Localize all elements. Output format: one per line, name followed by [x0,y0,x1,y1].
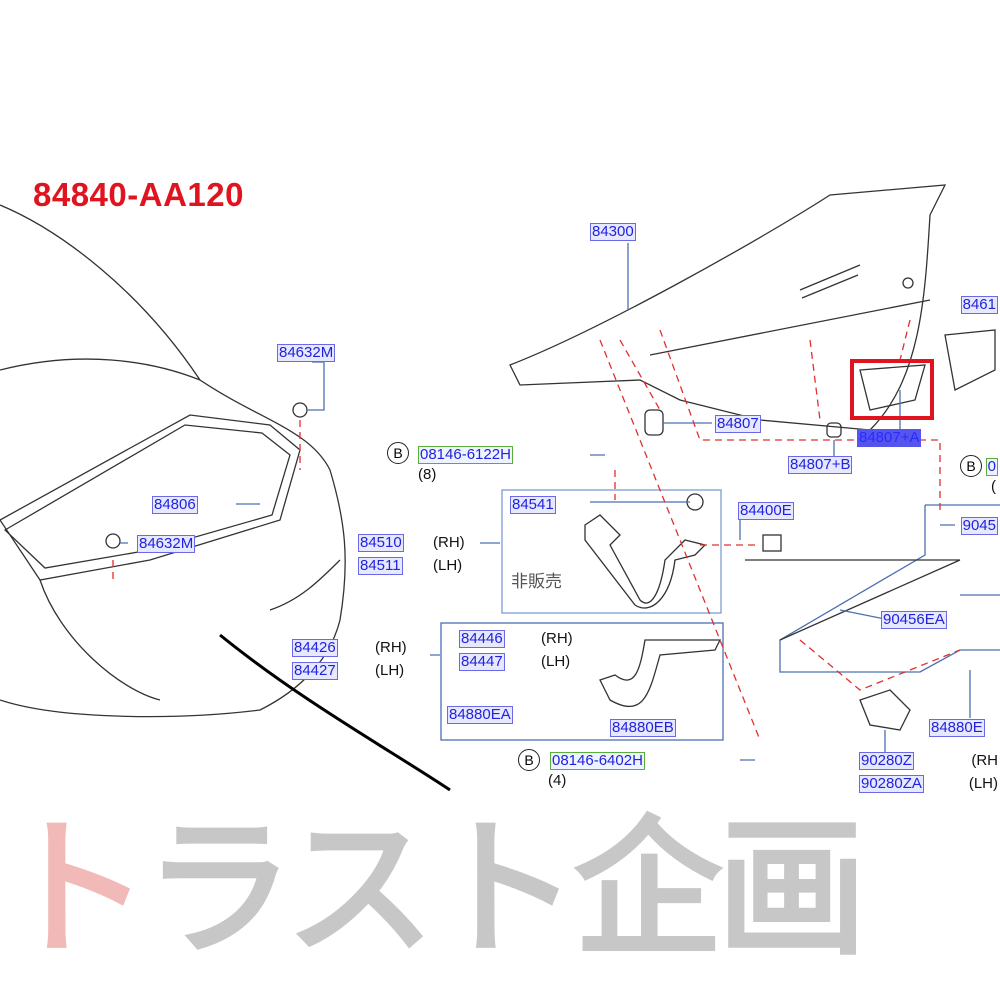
side-lh: (LH) [433,557,463,574]
part-number-title: 84840-AA120 [33,176,244,213]
bolt-marker-b: B [960,455,982,477]
bolt-08146-6122h-label[interactable]: 08146-6122H [418,446,513,464]
part-84427-label[interactable]: 84427 [292,662,338,680]
side-rh: (RH [971,752,998,769]
part-84807b-label[interactable]: 84807+B [788,456,853,474]
part-84426-label[interactable]: 84426 [292,639,338,657]
side-rh: (RH) [433,534,465,551]
bolt-label-cut[interactable]: 0 [985,458,998,476]
bolt-marker-b: B [518,749,540,771]
part-84511-label[interactable]: 84511 [358,557,403,575]
side-rh: (RH) [375,639,407,656]
part-84446-label[interactable]: 84446 [459,630,505,648]
part-84447-label[interactable]: 84447 [459,653,505,671]
side-lh: (LH) [375,662,405,679]
part-84807a-label-selected[interactable]: 84807+A [857,429,922,447]
watermark-logo: トラスト企画 [0,803,867,977]
part-84880e-label[interactable]: 84880E [929,719,985,737]
part-90456ea-label[interactable]: 90456EA [881,611,947,629]
side-rh: (RH) [541,630,573,647]
part-84880ea-label[interactable]: 84880EA [447,706,513,724]
part-8461-label[interactable]: 8461 [960,296,998,314]
part-84400e-label[interactable]: 84400E [738,502,794,520]
quantity-8: (8) [418,466,437,483]
side-lh: (LH) [968,775,998,792]
part-9045-label[interactable]: 9045 [960,517,998,535]
part-84807-label[interactable]: 84807 [715,415,761,433]
part-84300-label[interactable]: 84300 [590,223,636,241]
part-90280z-label[interactable]: 90280Z [859,752,914,770]
part-84632m-label[interactable]: 84632M [277,344,336,362]
part-84510-label[interactable]: 84510 [358,534,404,552]
bolt-marker-b: B [387,442,409,464]
part-84806-label[interactable]: 84806 [152,496,198,514]
not-for-sale-note: 非販売 [511,572,562,591]
side-lh: (LH) [541,653,571,670]
quantity-4: (4) [548,772,567,789]
quantity-cut: ( [991,478,996,495]
part-84632m-label-2[interactable]: 84632M [137,535,196,553]
part-90280za-label[interactable]: 90280ZA [859,775,924,793]
part-84880eb-label[interactable]: 84880EB [610,719,676,737]
bolt-08146-6402h-label[interactable]: 08146-6402H [550,752,645,770]
part-84541-label[interactable]: 84541 [510,496,556,514]
